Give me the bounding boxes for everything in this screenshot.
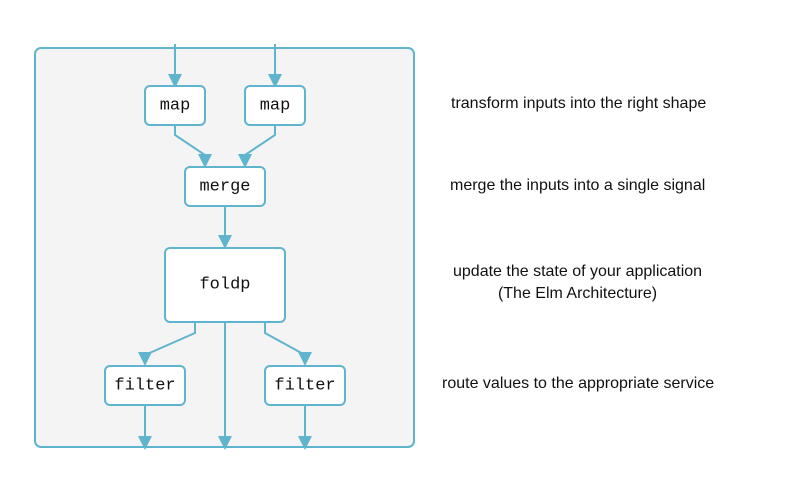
merge-node: merge xyxy=(184,166,266,207)
annotation-update: update the state of your application (Th… xyxy=(453,261,702,305)
annotation-merge-text: merge the inputs into a single signal xyxy=(450,177,706,194)
foldp-to-filter-right-arrow xyxy=(264,322,312,366)
filter-left-node: filter xyxy=(104,365,186,406)
filter-right-node: filter xyxy=(264,365,346,406)
foldp-label: foldp xyxy=(199,276,250,295)
foldp-to-filter-left-arrow xyxy=(138,322,196,366)
map-left-node: map xyxy=(144,85,206,126)
foldp-node: foldp xyxy=(164,247,286,323)
annotation-route: route values to the appropriate service xyxy=(442,373,714,395)
filter-right-label: filter xyxy=(274,377,335,396)
annotation-merge: merge the inputs into a single signal xyxy=(450,175,705,197)
annotation-update-line2: (The Elm Architecture) xyxy=(497,285,658,302)
map-right-node: map xyxy=(244,85,306,126)
map-right-to-merge-arrow xyxy=(238,125,276,168)
map-left-label: map xyxy=(160,97,191,116)
annotation-route-text: route values to the appropriate service xyxy=(442,375,715,392)
filter-left-label: filter xyxy=(114,377,175,396)
merge-label: merge xyxy=(199,178,250,197)
edges xyxy=(138,44,312,450)
annotation-transform: transform inputs into the right shape xyxy=(451,93,706,115)
map-right-label: map xyxy=(260,97,291,116)
annotation-update-line1: update the state of your application xyxy=(453,263,703,280)
map-left-to-merge-arrow xyxy=(174,125,212,168)
annotation-transform-text: transform inputs into the right shape xyxy=(451,95,707,112)
